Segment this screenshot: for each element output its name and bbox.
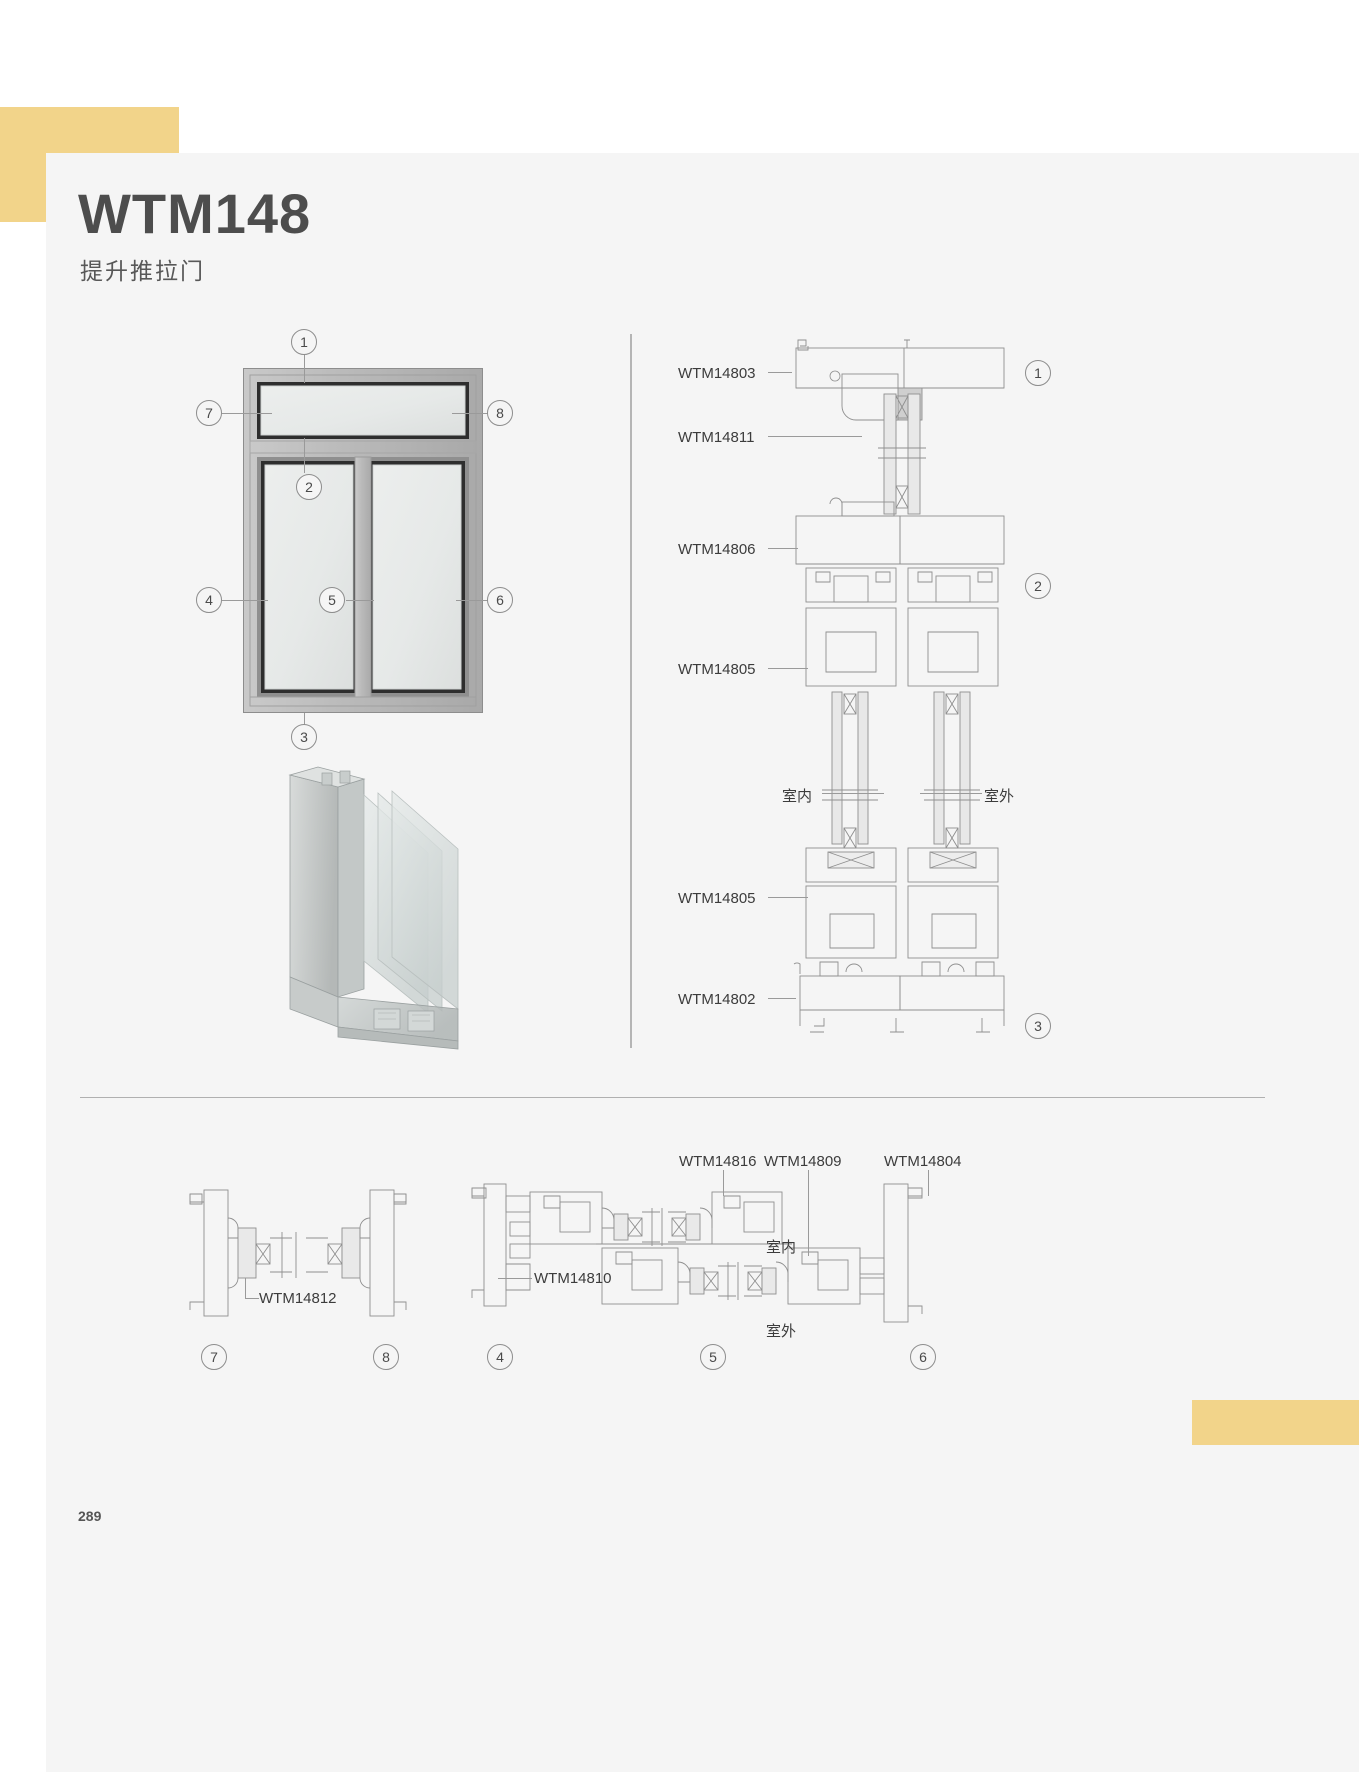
part-label-wtm14806: WTM14806 xyxy=(678,541,756,558)
3d-corner-section-view xyxy=(278,765,498,1050)
callout-1[interactable]: 1 xyxy=(291,329,317,355)
bottom-callout-8[interactable]: 8 xyxy=(373,1344,399,1370)
bottom-callout-4[interactable]: 4 xyxy=(487,1344,513,1370)
part-label-wtm14811: WTM14811 xyxy=(678,429,755,446)
leader-line-8 xyxy=(452,413,488,414)
part-label-wtm14816: WTM14816 xyxy=(679,1153,757,1170)
horizontal-detail-right xyxy=(466,1182,936,1327)
leader-wtm14805-upper xyxy=(768,668,808,669)
indoor-label-section: 室内 xyxy=(782,788,813,805)
leader-wtm14816 xyxy=(723,1170,724,1196)
callout-4[interactable]: 4 xyxy=(196,587,222,613)
leader-wtm14803 xyxy=(768,372,792,373)
door-elevation-diagram xyxy=(243,368,483,713)
leader-line-1 xyxy=(304,351,305,383)
leader-line-3 xyxy=(304,713,305,733)
leader-line-6 xyxy=(456,600,488,601)
page-subtitle: 提升推拉门 xyxy=(80,258,205,284)
leader-line-7 xyxy=(222,413,272,414)
callout-5[interactable]: 5 xyxy=(319,587,345,613)
leader-wtm14811 xyxy=(768,436,862,437)
part-label-wtm14804: WTM14804 xyxy=(884,1153,962,1170)
leader-wtm14802 xyxy=(768,998,796,999)
part-label-wtm14805-upper: WTM14805 xyxy=(678,661,756,678)
vertical-divider xyxy=(630,334,632,1048)
page-number: 289 xyxy=(78,1508,102,1524)
bottom-callout-6[interactable]: 6 xyxy=(910,1344,936,1370)
part-label-wtm14805-lower: WTM14805 xyxy=(678,890,756,907)
leader-wtm14805-lower xyxy=(768,897,808,898)
leader-indoor-section xyxy=(822,793,884,794)
callout-8[interactable]: 8 xyxy=(487,400,513,426)
indoor-label-detail: 室内 xyxy=(766,1239,797,1256)
bottom-callout-7[interactable]: 7 xyxy=(201,1344,227,1370)
bottom-callout-5[interactable]: 5 xyxy=(700,1344,726,1370)
leader-outdoor-section xyxy=(920,793,982,794)
leader-wtm14809 xyxy=(808,1170,809,1256)
callout-7[interactable]: 7 xyxy=(196,400,222,426)
part-label-wtm14802: WTM14802 xyxy=(678,991,756,1008)
leader-line-4 xyxy=(222,600,268,601)
page-title: WTM148 xyxy=(78,182,312,245)
leader-line-2 xyxy=(304,438,305,473)
leader-wtm14804 xyxy=(928,1170,929,1196)
leader-wtm14812-h xyxy=(245,1298,259,1299)
leader-wtm14810 xyxy=(498,1278,532,1279)
part-label-wtm14812: WTM14812 xyxy=(259,1290,337,1307)
section-callout-1[interactable]: 1 xyxy=(1025,360,1051,386)
leader-line-5 xyxy=(346,600,374,601)
callout-3[interactable]: 3 xyxy=(291,724,317,750)
accent-corner-bottom xyxy=(1192,1400,1359,1445)
callout-2[interactable]: 2 xyxy=(296,474,322,500)
outdoor-label-detail: 室外 xyxy=(766,1323,797,1340)
vertical-section-diagram xyxy=(786,336,1018,1054)
part-label-wtm14810: WTM14810 xyxy=(534,1270,612,1287)
leader-wtm14812-v xyxy=(245,1278,246,1298)
leader-wtm14806 xyxy=(768,548,798,549)
outdoor-label-section: 室外 xyxy=(984,788,1015,805)
section-callout-3[interactable]: 3 xyxy=(1025,1013,1051,1039)
callout-6[interactable]: 6 xyxy=(487,587,513,613)
section-callout-2[interactable]: 2 xyxy=(1025,573,1051,599)
accent-corner-top-vertical xyxy=(0,107,46,222)
horizontal-detail-left xyxy=(186,1188,408,1318)
part-label-wtm14809: WTM14809 xyxy=(764,1153,842,1170)
horizontal-divider xyxy=(80,1097,1265,1098)
part-label-wtm14803: WTM14803 xyxy=(678,365,756,382)
